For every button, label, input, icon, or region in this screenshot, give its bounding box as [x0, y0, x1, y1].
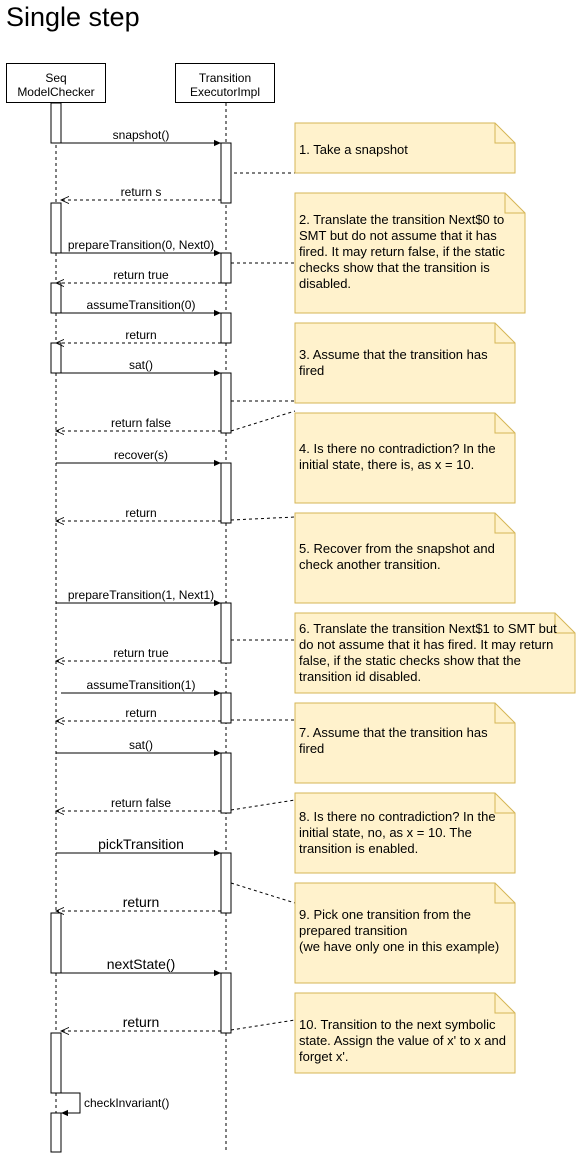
note-text: 6. Translate the transition Next$1 to SM…: [299, 621, 557, 684]
note-box: [294, 882, 516, 984]
activation-box: [50, 912, 62, 974]
activation-box: [220, 462, 232, 524]
activation-box: [220, 852, 232, 914]
message-label: assumeTransition(0): [86, 298, 196, 312]
message-label: return true: [113, 268, 169, 282]
activation-box: [220, 752, 232, 814]
note-box: [294, 122, 516, 174]
arrows-layer: [56, 139, 221, 1117]
note-box: [294, 322, 516, 404]
message-label: snapshot(): [112, 128, 170, 142]
activation-box: [50, 102, 62, 144]
message-label: return: [122, 1014, 160, 1030]
activation-box: [50, 202, 62, 254]
note-box: [294, 992, 516, 1074]
activation-box: [220, 252, 232, 284]
note-box: [294, 702, 516, 784]
message-label: return false: [110, 796, 172, 810]
lifeline-seq-line2: ModelChecker: [17, 85, 95, 99]
note-fold: [554, 613, 575, 634]
note-box: [294, 192, 526, 314]
activation-box: [220, 312, 232, 344]
activation-box: [220, 692, 232, 724]
activation-box: [50, 1112, 62, 1153]
lifeline-seq-modelchecker: Seq ModelChecker: [6, 63, 106, 103]
note-text: 2. Translate the transition Next$0 to SM…: [299, 212, 505, 291]
message-label: pickTransition: [98, 836, 184, 852]
message-label-checkinvariant: checkInvariant(): [84, 1096, 170, 1110]
message-label: prepareTransition(0, Next0): [67, 238, 215, 252]
message-label: return false: [110, 416, 172, 430]
activation-box: [220, 972, 232, 1034]
note-box: [294, 512, 516, 604]
note-fold: [494, 703, 515, 724]
activation-box: [50, 342, 62, 374]
note-box: [294, 612, 576, 694]
activation-box: [50, 1032, 62, 1094]
note-connector: [230, 882, 296, 904]
note-fold: [494, 323, 515, 344]
diagram-title: Single step: [6, 2, 140, 32]
note-box: [294, 792, 516, 874]
message-label: return: [125, 506, 157, 520]
message-label: nextState(): [106, 956, 176, 972]
note-fold: [494, 993, 515, 1014]
note-fold: [494, 793, 515, 814]
note-fold: [494, 413, 515, 434]
lifeline-exec-line1: Transition: [198, 71, 252, 85]
note-connector: [230, 410, 296, 432]
message-label: recover(s): [113, 448, 169, 462]
note-text: 10. Transition to the next symbolic stat…: [299, 1017, 506, 1064]
notes-layer: [294, 122, 576, 1074]
message-label: return: [122, 894, 160, 910]
note-connector: [230, 799, 296, 811]
note-text: 4. Is there no contradiction? In the ini…: [299, 441, 496, 472]
note-text: 7. Assume that the transition has fired: [299, 725, 488, 756]
note-fold: [504, 193, 525, 214]
note-box: [294, 412, 516, 504]
note-text: 9. Pick one transition from the prepared…: [299, 907, 500, 954]
note-connector: [230, 1019, 296, 1031]
message-label: return: [125, 328, 157, 342]
message-label: sat(): [129, 358, 153, 372]
activations-layer: [50, 102, 232, 1153]
note-fold: [494, 123, 515, 144]
lifeline-exec-line2: ExecutorImpl: [189, 85, 261, 99]
note-text: 8. Is there no contradiction? In the ini…: [299, 809, 496, 856]
note-text: 5. Recover from the snapshot and check a…: [299, 541, 495, 572]
note-text: 3. Assume that the transition has fired: [299, 347, 488, 378]
message-label: return s: [120, 185, 162, 199]
message-label: return: [125, 706, 157, 720]
note-fold: [494, 513, 515, 534]
lifeline-seq-line1: Seq: [45, 71, 67, 85]
lifelines-layer: [55, 103, 227, 1152]
activation-box: [220, 372, 232, 434]
activation-box: [220, 142, 232, 204]
message-label: return true: [113, 646, 169, 660]
note-fold: [494, 883, 515, 904]
message-label: assumeTransition(1): [86, 678, 196, 692]
note-connector: [230, 516, 296, 521]
note-text: 1. Take a snapshot: [299, 142, 408, 157]
activation-box: [220, 602, 232, 664]
message-label: sat(): [129, 738, 153, 752]
lifeline-transition-executorimpl: Transition ExecutorImpl: [175, 63, 275, 103]
message-label: prepareTransition(1, Next1): [67, 588, 215, 602]
activation-box: [50, 282, 62, 314]
self-message-arrow: [61, 1092, 81, 1117]
